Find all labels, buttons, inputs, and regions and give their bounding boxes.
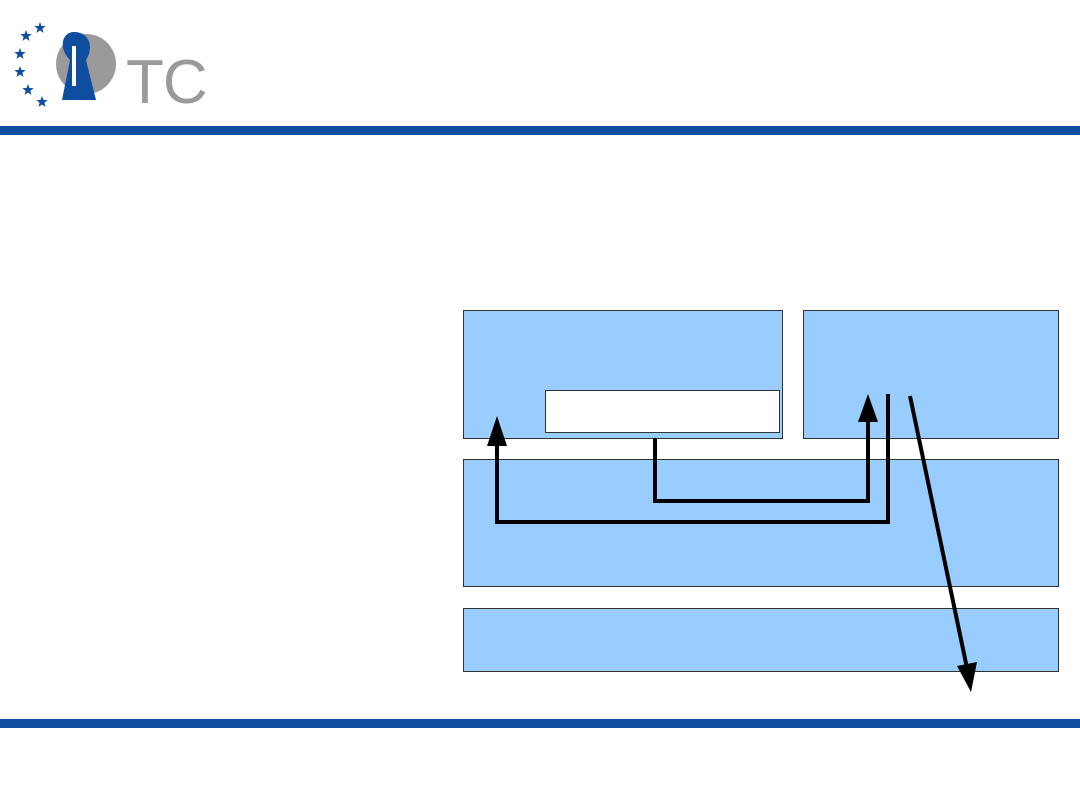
stars-icon xyxy=(14,22,48,107)
keyhole-icon xyxy=(62,32,96,100)
logo-text: TC xyxy=(126,48,208,117)
bottom-layer-box xyxy=(463,608,1059,672)
star-icon xyxy=(36,96,48,107)
star-icon xyxy=(14,48,26,59)
star-icon xyxy=(34,22,46,33)
footer-divider xyxy=(0,719,1080,728)
star-icon xyxy=(14,66,26,77)
star-icon xyxy=(22,84,34,95)
middle-layer-box xyxy=(463,459,1059,587)
upper-right-box xyxy=(803,310,1059,439)
upper-left-inner-box xyxy=(545,390,780,433)
logo: TC xyxy=(14,22,208,114)
keyhole-slot-icon xyxy=(72,46,76,86)
star-icon xyxy=(20,30,32,41)
header-divider xyxy=(0,126,1080,135)
keyhole-stars-icon xyxy=(14,22,116,107)
